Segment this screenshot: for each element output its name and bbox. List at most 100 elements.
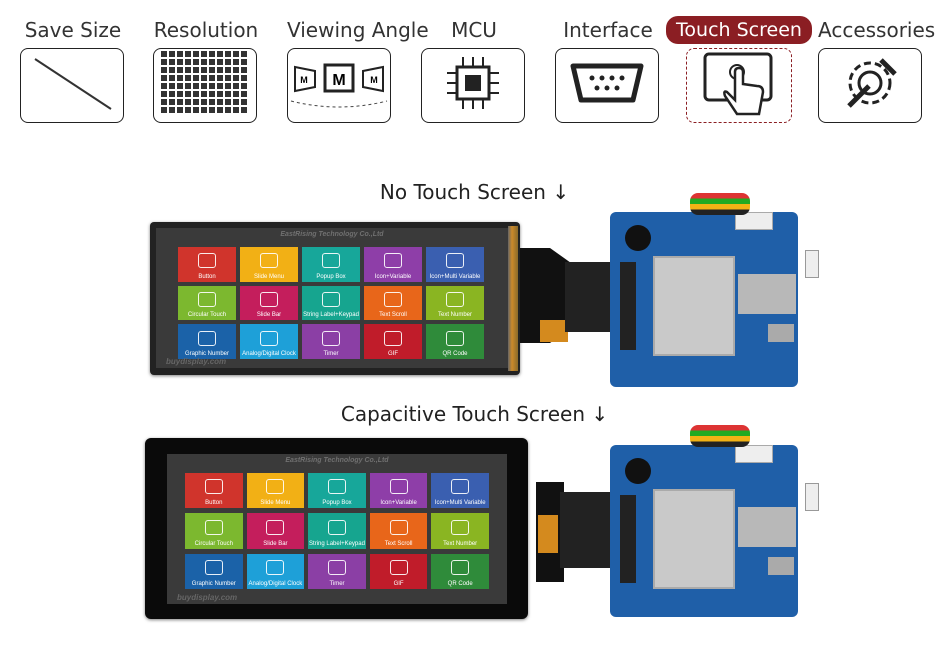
tile-circular-touch[interactable]: Circular Touch	[185, 513, 243, 549]
tile-icon	[389, 479, 408, 495]
controller-board	[610, 212, 819, 387]
tile-icon	[204, 560, 223, 576]
tile-label: Timer	[329, 581, 345, 587]
tile-label: Icon+Variable	[380, 500, 417, 507]
section-title-capacitive: Capacitive Touch Screen ↓	[340, 402, 609, 426]
tile-icon	[204, 519, 223, 535]
touch-hand-icon	[699, 48, 779, 123]
tile-circular-touch[interactable]: Circular Touch	[178, 285, 236, 321]
tile-slide-bar[interactable]: Slide Bar	[240, 285, 298, 321]
pixel-grid-icon	[160, 50, 250, 121]
header-connector	[735, 212, 773, 230]
controller-board	[610, 445, 819, 617]
tile-label: Popup Box	[316, 273, 346, 280]
tile-label: Graphic Number	[184, 351, 229, 357]
tile-gif[interactable]: GIF	[369, 553, 428, 589]
tile-analog-digital-clock[interactable]: Analog/Digital Clock	[246, 553, 305, 589]
lcd-edge	[508, 226, 518, 371]
tile-icon-multi-variable[interactable]: Icon+Multi Variable	[431, 473, 489, 509]
tile-icon	[451, 519, 470, 535]
tile-icon	[451, 479, 470, 495]
fpc-socket	[620, 262, 636, 350]
tile-label: Text Number	[443, 540, 478, 547]
tile-slide-menu[interactable]: Slide Menu	[240, 247, 298, 282]
tile-icon-variable[interactable]: Icon+Variable	[364, 247, 422, 282]
tile-text-scroll[interactable]: Text Scroll	[369, 513, 428, 549]
tile-popup-box[interactable]: Popup Box	[302, 247, 360, 282]
tile-icon	[322, 330, 340, 346]
tile-icon	[446, 253, 464, 269]
tile-label: String Label+Keypad	[303, 312, 359, 319]
tile-timer[interactable]: Timer	[302, 324, 360, 359]
tile-icon	[266, 479, 285, 495]
sd-slot	[738, 274, 796, 314]
tile-icon	[451, 560, 470, 576]
svg-text:M: M	[300, 75, 308, 85]
tab-icon-box	[686, 48, 792, 123]
tile-graphic-number[interactable]: Graphic Number	[178, 324, 236, 359]
tile-label: Slide Menu	[253, 273, 285, 280]
tile-icon	[446, 330, 464, 346]
tile-icon	[198, 330, 216, 346]
svg-text:M: M	[370, 75, 378, 85]
tile-label: Text Scroll	[384, 540, 413, 547]
tile-icon	[446, 291, 464, 307]
usb-port	[768, 557, 794, 575]
tile-label: Button	[205, 500, 223, 507]
buzzer	[625, 225, 651, 251]
tab-label: MCU	[451, 18, 497, 42]
tile-text-number[interactable]: Text Number	[431, 513, 489, 549]
tile-qr-code[interactable]: QR Code	[431, 553, 489, 589]
tile-qr-code[interactable]: QR Code	[426, 324, 484, 359]
tile-label: Icon+Variable	[374, 273, 412, 280]
sd-slot	[738, 507, 796, 547]
tile-popup-box[interactable]: Popup Box	[308, 473, 366, 509]
tab-label: Accessories	[818, 18, 936, 42]
tile-string-label-keypad[interactable]: String Label+Keypad	[308, 513, 366, 549]
tile-text-scroll[interactable]: Text Scroll	[364, 285, 422, 321]
side-connector	[805, 250, 819, 278]
usb-port	[768, 324, 794, 342]
tile-string-label-keypad[interactable]: String Label+Keypad	[302, 285, 360, 321]
tile-icon	[260, 291, 278, 307]
tile-icon	[266, 519, 285, 535]
tile-analog-digital-clock[interactable]: Analog/Digital Clock	[240, 324, 298, 359]
tile-icon	[389, 560, 408, 576]
tile-icon	[198, 291, 216, 307]
tile-gif[interactable]: GIF	[364, 324, 422, 359]
fpc-connector	[538, 515, 558, 553]
tile-icon	[260, 330, 278, 346]
tile-label: Graphic Number	[191, 581, 236, 587]
tile-timer[interactable]: Timer	[308, 553, 366, 589]
tile-icon	[384, 330, 402, 346]
tile-label: Analog/Digital Clock	[248, 581, 303, 587]
tile-label: Button	[198, 273, 216, 280]
tile-label: QR Code	[447, 581, 473, 587]
tile-icon	[389, 519, 408, 535]
tile-button[interactable]: Button	[178, 247, 236, 282]
lcd-brand: buydisplay.com	[177, 593, 238, 602]
tile-text-number[interactable]: Text Number	[426, 285, 484, 321]
tab-icon-box	[20, 48, 124, 123]
tile-icon	[204, 479, 223, 495]
shield-can	[653, 489, 735, 589]
tile-slide-bar[interactable]: Slide Bar	[246, 513, 305, 549]
tile-button[interactable]: Button	[185, 473, 243, 509]
tile-label: Icon+Multi Variable	[429, 273, 481, 280]
tab-icon-box	[818, 48, 922, 123]
shield-can	[653, 256, 735, 356]
header-connector	[735, 445, 773, 463]
wire-bundle	[690, 425, 750, 447]
tile-graphic-number[interactable]: Graphic Number	[185, 553, 243, 589]
fpc-connector	[540, 320, 568, 342]
tile-icon	[266, 560, 285, 576]
tile-slide-menu[interactable]: Slide Menu	[246, 473, 305, 509]
tile-icon-multi-variable[interactable]: Icon+Multi Variable	[426, 247, 484, 282]
tile-icon-variable[interactable]: Icon+Variable	[369, 473, 428, 509]
